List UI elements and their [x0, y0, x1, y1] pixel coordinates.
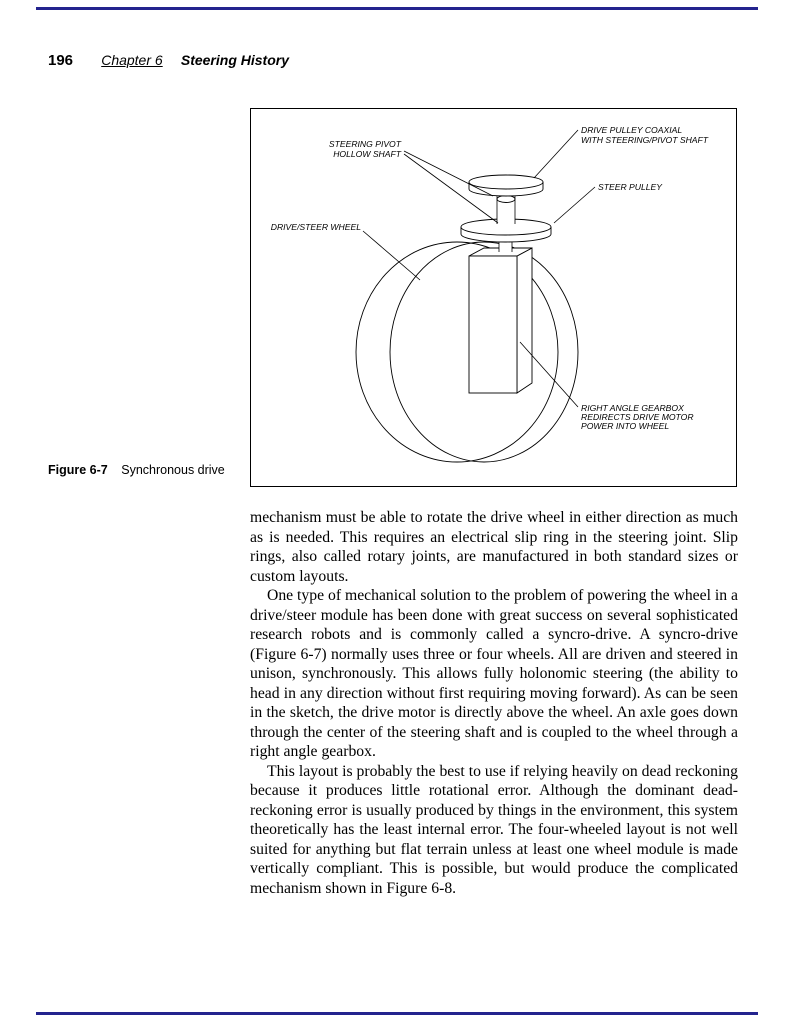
gearbox-front-face — [468, 255, 518, 394]
label-right-angle-gearbox-line1: RIGHT ANGLE GEARBOX — [581, 403, 684, 413]
figure-caption: Figure 6-7 Synchronous drive — [48, 463, 225, 477]
section-title: Steering History — [180, 52, 289, 68]
leader-steer-pulley — [553, 186, 596, 224]
top-rule — [36, 7, 758, 10]
label-steer-pulley: STEER PULLEY — [598, 182, 663, 192]
figure-caption-label: Figure 6-7 — [48, 463, 108, 477]
wheel-front-ellipse — [389, 241, 579, 463]
leader-steering-pivot-1 — [403, 150, 494, 197]
leader-steering-pivot-2 — [403, 153, 499, 224]
running-header: 196 Chapter 6 Steering History — [48, 52, 289, 69]
paragraph-3: This layout is probably the best to use … — [250, 762, 738, 897]
wheel-back-ellipse — [355, 241, 559, 463]
figure-caption-text: Synchronous drive — [121, 463, 225, 477]
label-drive-steer-wheel: DRIVE/STEER WHEEL — [271, 222, 361, 232]
page-number: 196 — [48, 52, 74, 69]
label-drive-pulley-line1: DRIVE PULLEY COAXIAL — [581, 125, 682, 135]
paragraph-2: One type of mechanical solution to the p… — [250, 587, 738, 760]
leader-drive-steer-wheel — [362, 230, 421, 281]
label-steering-pivot-line2: HOLLOW SHAFT — [333, 149, 402, 159]
label-right-angle-gearbox-line2: REDIRECTS DRIVE MOTOR — [581, 412, 694, 422]
gearbox-side-face — [516, 247, 533, 394]
bottom-rule — [36, 1012, 758, 1015]
drive-pulley-top — [468, 174, 544, 190]
leader-right-angle-gearbox — [519, 341, 579, 408]
figure-6-7: STEERING PIVOT HOLLOW SHAFT DRIVE PULLEY… — [250, 108, 737, 487]
leader-drive-pulley — [533, 129, 579, 179]
body-text-column: mechanism must be able to rotate the dri… — [250, 508, 738, 898]
label-drive-pulley-line2: WITH STEERING/PIVOT SHAFT — [581, 135, 709, 145]
synchronous-drive-diagram: STEERING PIVOT HOLLOW SHAFT DRIVE PULLEY… — [271, 125, 709, 463]
hub-top-ellipse — [496, 195, 516, 203]
label-right-angle-gearbox-line3: POWER INTO WHEEL — [581, 421, 669, 431]
label-steering-pivot-line1: STEERING PIVOT — [329, 139, 402, 149]
paragraph-1: mechanism must be able to rotate the dri… — [250, 509, 738, 585]
chapter-label: Chapter 6 — [101, 52, 163, 68]
